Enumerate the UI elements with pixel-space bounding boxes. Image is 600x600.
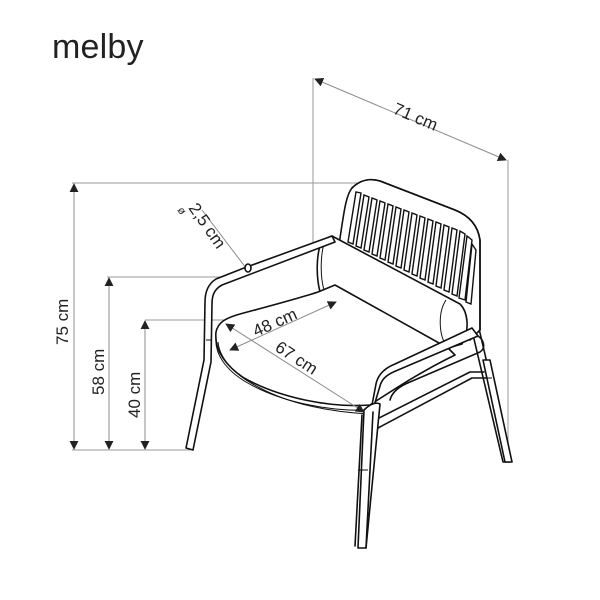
backrest-slats [347,191,477,305]
armrest-height-label: 58 cm [89,349,108,395]
tube-diameter-callout: ø 2,5 cm [175,199,247,269]
width-label: 71 cm [390,99,440,135]
seat-height-label: 40 cm [125,372,144,418]
seat-height-dimension: 40 cm [125,320,150,450]
total-height-dimension: 75 cm [53,183,79,450]
chair-illustration [185,178,513,549]
total-height-label: 75 cm [53,299,72,345]
armrest-height-dimension: 58 cm [89,277,114,450]
extension-lines [72,78,509,462]
product-title: melby [52,28,144,66]
tube-diameter-label: 2,5 cm [185,199,230,252]
width-dimension: 71 cm [314,78,507,161]
